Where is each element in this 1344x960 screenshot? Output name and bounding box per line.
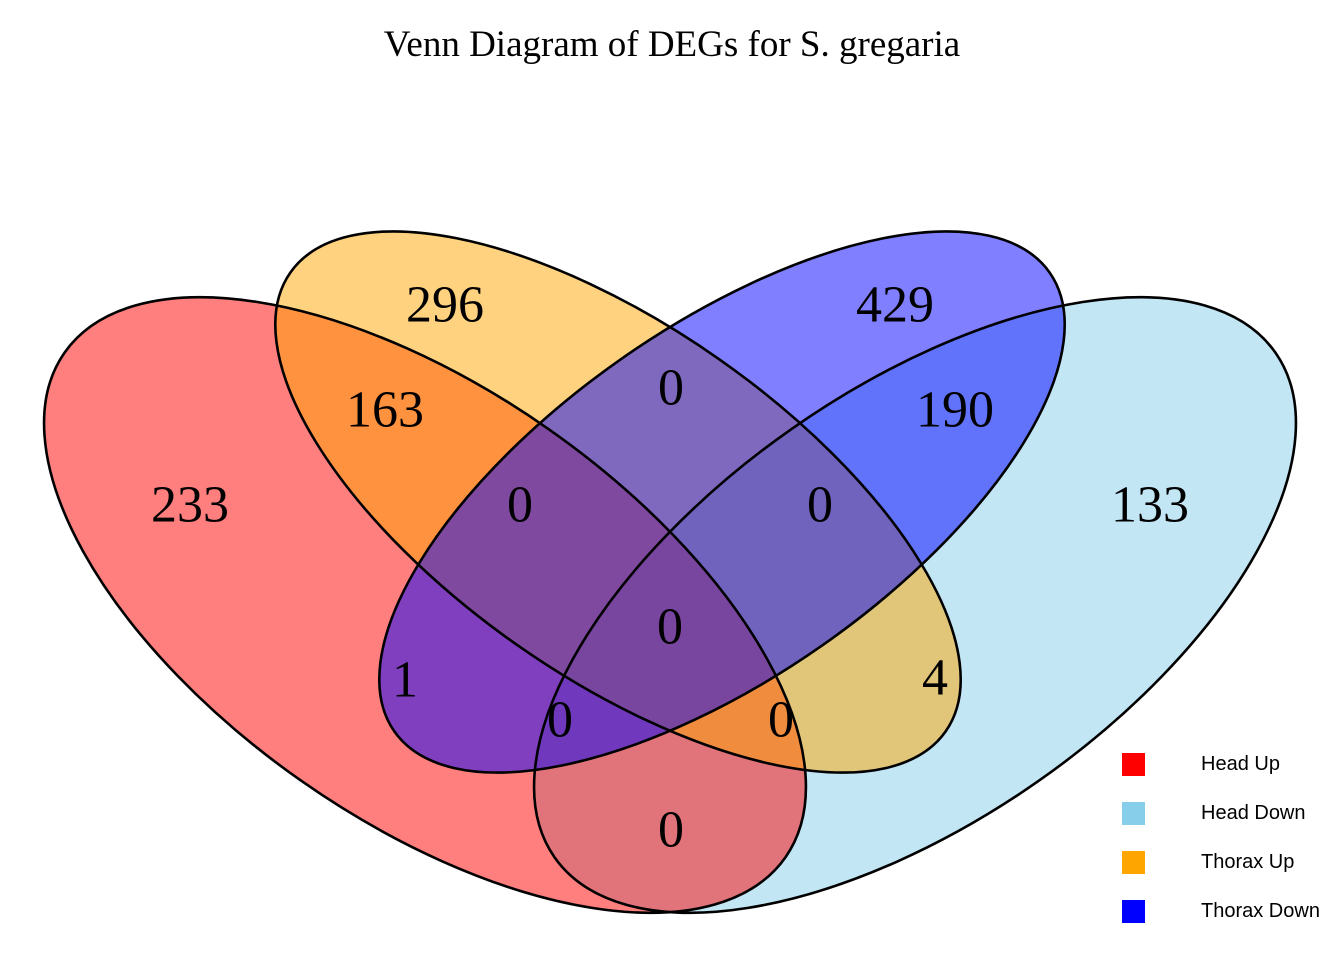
head-down-ellipse-outline <box>532 295 1298 915</box>
region-count-thorax-up-thorax-down-head-down: 0 <box>807 477 833 534</box>
head-up-ellipse-outline <box>42 295 808 915</box>
region-count-thorax-down-head-down: 190 <box>916 382 994 439</box>
thorax-down-swatch <box>1122 900 1145 923</box>
head-up-swatch <box>1122 753 1145 776</box>
thorax-up-swatch <box>1122 851 1145 874</box>
region-count-head-up-thorax-up-thorax-down: 0 <box>507 477 533 534</box>
region-count-head-up-only: 233 <box>151 477 229 534</box>
legend-item-thorax-up: Thorax Up <box>1122 851 1320 874</box>
legend-label-head-up: Head Up <box>1201 753 1280 775</box>
region-count-head-up-thorax-up-head-down: 0 <box>768 692 794 749</box>
region-count-head-up-thorax-down-head-down: 0 <box>547 692 573 749</box>
legend-label-head-down: Head Down <box>1201 802 1306 824</box>
region-count-thorax-up-head-down: 4 <box>922 650 948 707</box>
region-count-head-up-thorax-down: 1 <box>392 652 418 709</box>
region-count-thorax-up-thorax-down: 0 <box>658 360 684 417</box>
legend-item-head-down: Head Down <box>1122 802 1320 825</box>
region-count-all-four: 0 <box>657 599 683 656</box>
region-count-head-up-head-down: 0 <box>658 802 684 859</box>
region-count-head-up-thorax-up: 163 <box>346 382 424 439</box>
region-count-head-down-only: 133 <box>1111 477 1189 534</box>
region-count-thorax-up-only: 296 <box>406 277 484 334</box>
legend-item-thorax-down: Thorax Down <box>1122 900 1320 923</box>
head-down-swatch <box>1122 802 1145 825</box>
legend-label-thorax-down: Thorax Down <box>1201 900 1320 922</box>
thorax-up-ellipse-outline <box>274 230 962 774</box>
legend: Head Up Head Down Thorax Up Thorax Down <box>1122 753 1320 923</box>
thorax-down-ellipse-outline <box>378 230 1066 774</box>
region-count-thorax-down-only: 429 <box>856 277 934 334</box>
legend-item-head-up: Head Up <box>1122 753 1320 776</box>
legend-label-thorax-up: Thorax Up <box>1201 851 1295 873</box>
chart-title: Venn Diagram of DEGs for S. gregaria <box>384 24 960 65</box>
